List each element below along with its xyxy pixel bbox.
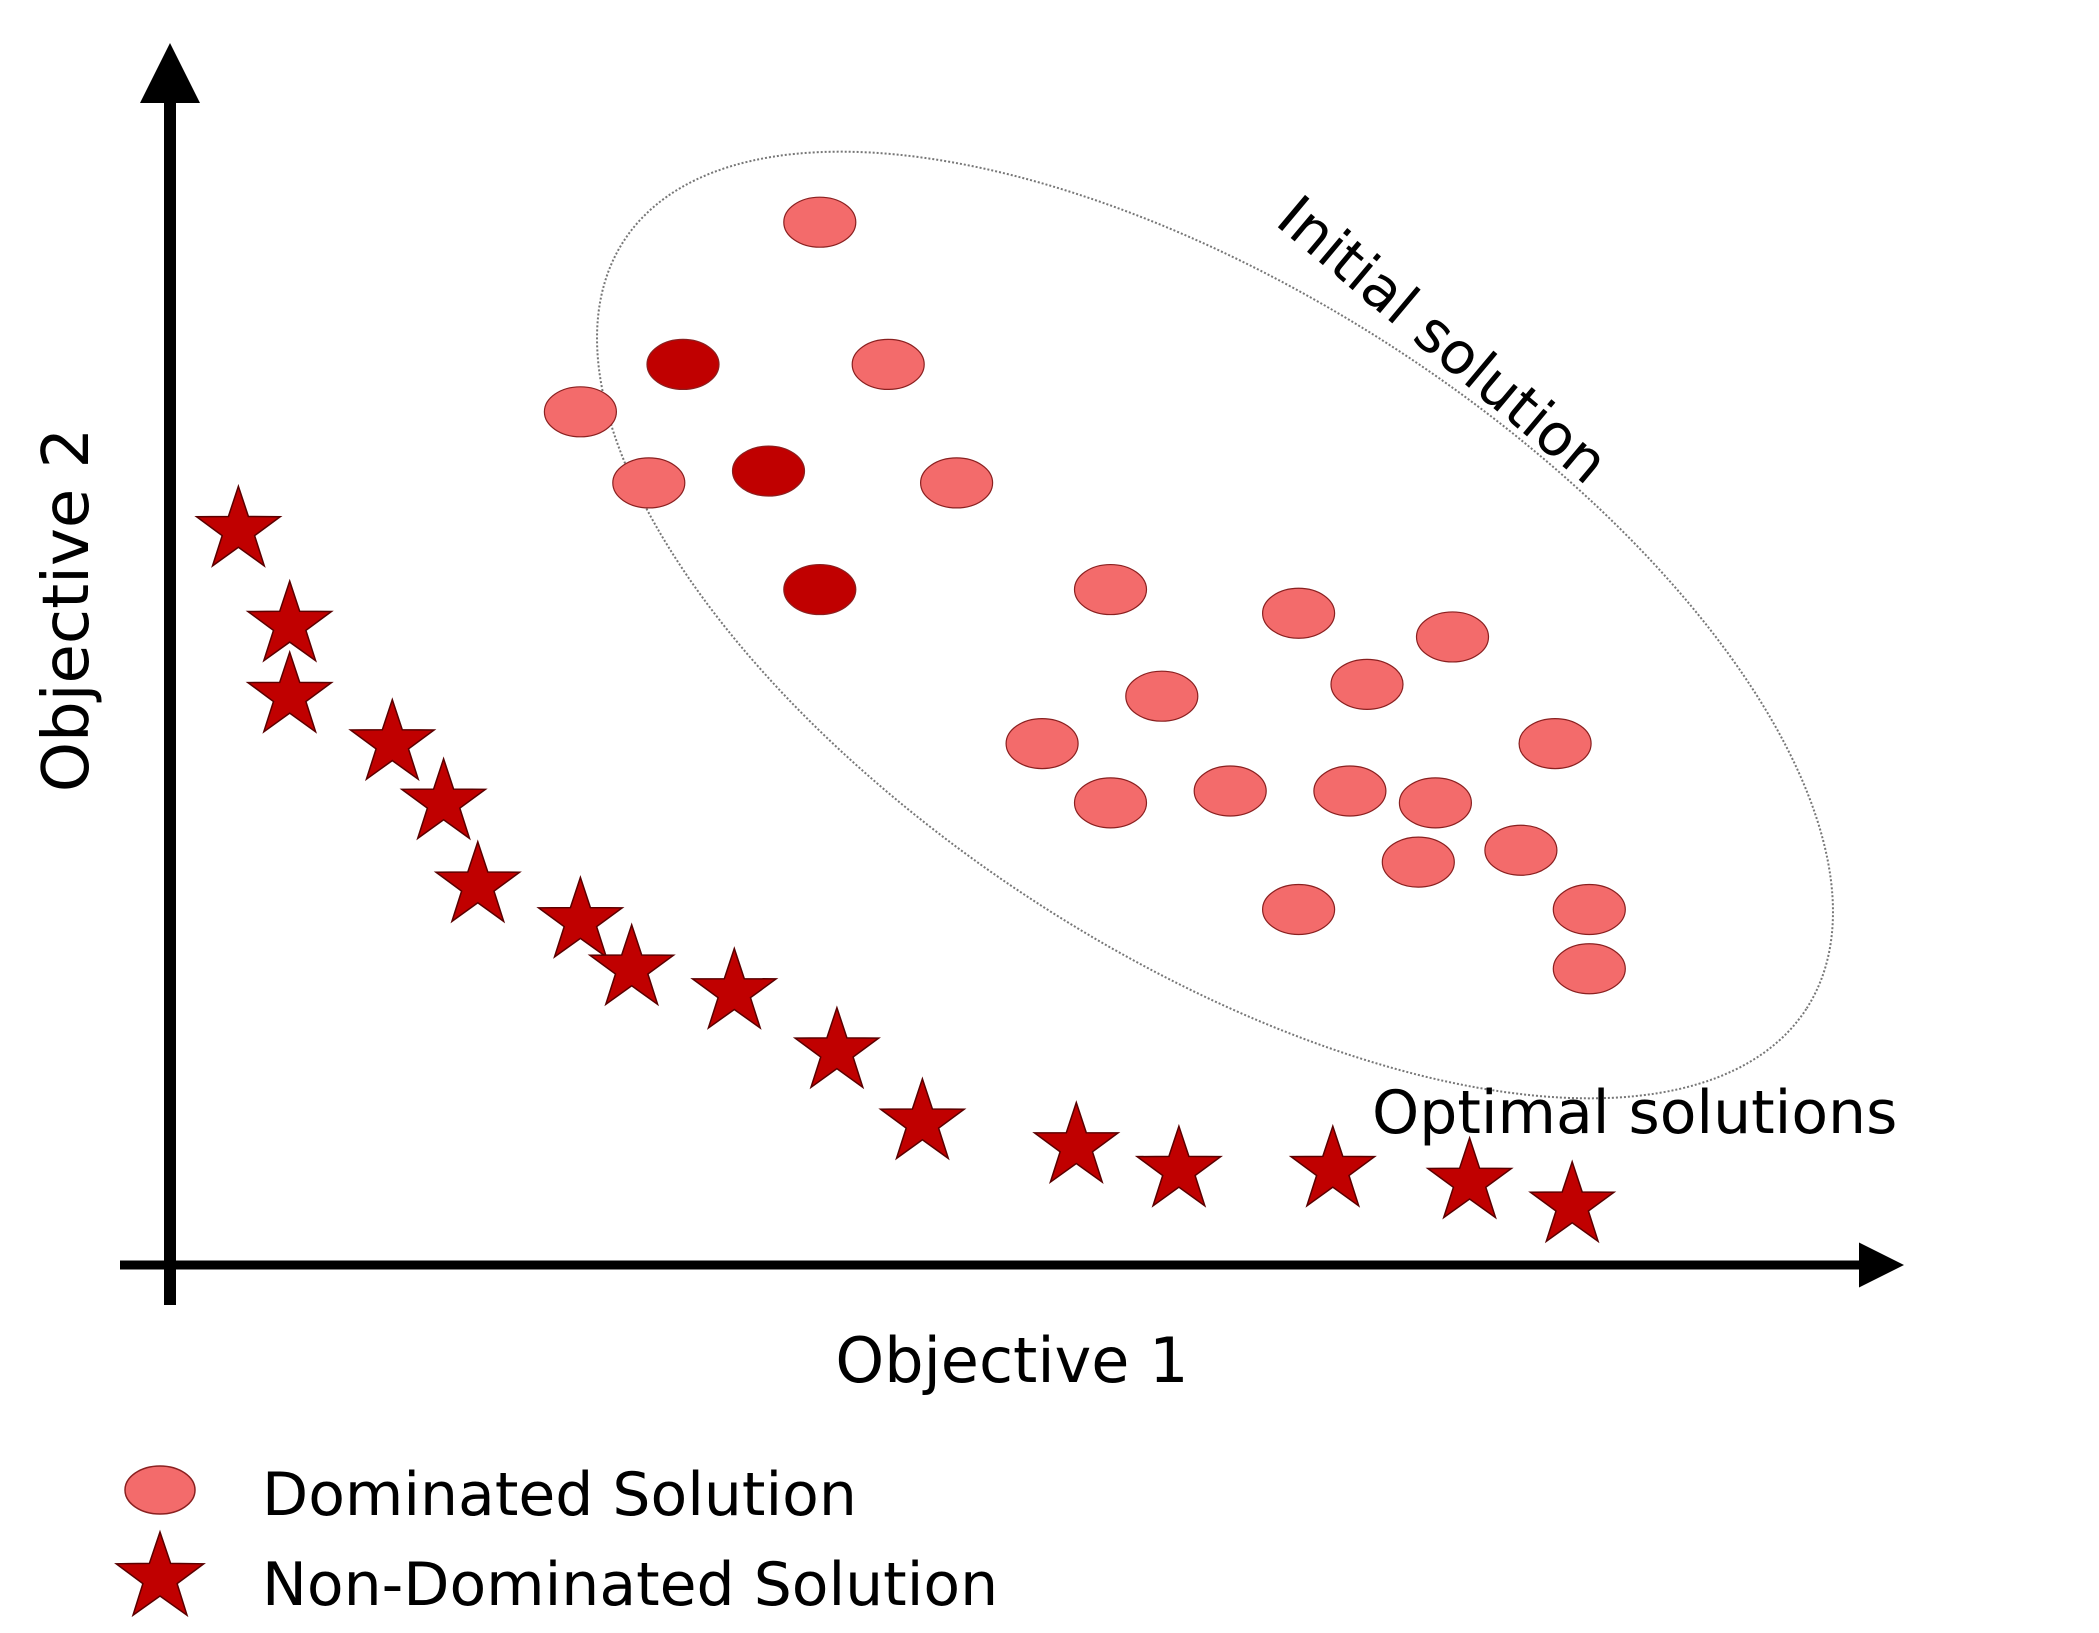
dominated-point: [1484, 824, 1558, 876]
y-axis-label: Objective 2: [30, 428, 104, 793]
legend-dominated-marker: [124, 1465, 196, 1515]
non-dominated-point: [792, 1005, 881, 1090]
dominated-point: [1261, 883, 1336, 936]
non-dominated-point: [194, 483, 283, 568]
legend-dominated-label: Dominated Solution: [262, 1460, 857, 1530]
non-dominated-point: [587, 922, 676, 1007]
dominated-point: [1313, 765, 1387, 817]
dominated-point: [1005, 717, 1079, 770]
dominated-point: [612, 457, 686, 509]
dominated-point: [1381, 836, 1455, 888]
non-dominated-point: [690, 946, 779, 1030]
non-dominated-point: [1032, 1100, 1121, 1185]
dominated-point: [919, 457, 994, 509]
dominated-point-highlight: [646, 338, 720, 390]
dominated-point: [1125, 670, 1199, 722]
non-dominated-points: [194, 483, 1617, 1244]
dominated-point: [1552, 883, 1626, 936]
x-axis-label: Objective 1: [835, 1324, 1188, 1397]
dominated-point: [1073, 563, 1148, 616]
non-dominated-point: [1528, 1159, 1617, 1244]
dominated-points: [543, 196, 1626, 995]
dominated-point: [1415, 611, 1490, 663]
dominated-point: [543, 386, 618, 438]
dominated-point: [1398, 777, 1473, 829]
dominated-point: [851, 338, 925, 390]
non-dominated-point: [433, 839, 522, 924]
non-dominated-point: [536, 875, 625, 959]
legend: Dominated Solution Non-Dominated Solutio…: [114, 1460, 998, 1620]
optimal-solutions-label: Optimal solutions: [1372, 1078, 1897, 1148]
dominated-point-highlight: [783, 563, 857, 616]
dominated-point: [1552, 943, 1626, 995]
non-dominated-point: [348, 697, 437, 782]
legend-star-icon: [114, 1529, 206, 1618]
non-dominated-point: [878, 1076, 967, 1161]
dominated-point: [1330, 658, 1404, 710]
non-dominated-point: [245, 649, 334, 734]
legend-non-dominated-label: Non-Dominated Solution: [262, 1550, 998, 1620]
dominated-point: [1073, 777, 1148, 829]
non-dominated-point: [1288, 1123, 1377, 1208]
dominated-point: [783, 196, 857, 248]
non-dominated-point: [1134, 1123, 1223, 1208]
initial-solution-label: Initial solution: [1264, 182, 1621, 497]
dominated-point: [1261, 587, 1336, 639]
initial-solution-region: [596, 150, 1834, 1100]
dominated-point-highlight: [731, 445, 806, 497]
dominated-point: [1193, 765, 1267, 817]
non-dominated-point: [1425, 1135, 1514, 1220]
non-dominated-point: [399, 756, 488, 841]
non-dominated-point: [245, 578, 334, 663]
dominated-point: [1518, 717, 1592, 770]
